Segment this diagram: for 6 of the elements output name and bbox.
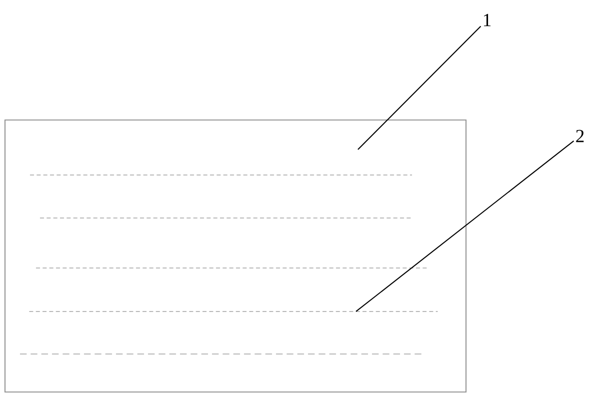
callout-number: 1	[484, 14, 491, 26]
panel-outline	[4, 119, 467, 393]
dashed-line	[28, 311, 438, 312]
leader-line	[356, 140, 574, 312]
callout-number: 2	[576, 130, 584, 142]
leader-line	[358, 26, 482, 150]
